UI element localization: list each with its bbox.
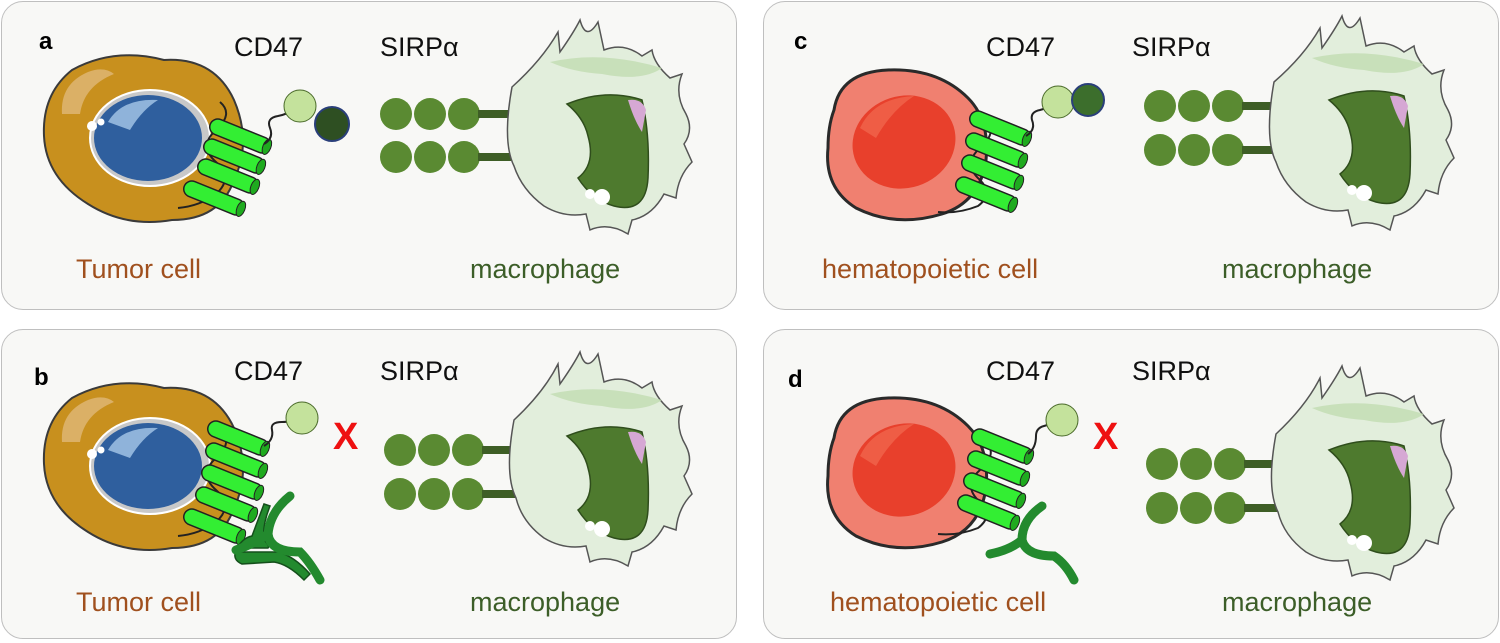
cd47-label: CD47 [986, 356, 1056, 386]
anti-cd47-antibody [985, 501, 1079, 585]
panel-d: d CD47 SIRPα X hematopoietic cell macrop… [763, 329, 1499, 639]
cd47-receptor [937, 83, 1105, 214]
sirp-alpha-receptor [1146, 448, 1278, 524]
panel-d-illustration [826, 363, 1455, 585]
panel-b: b CD47 SIRPα X Tumor cell macrophage [1, 329, 737, 639]
sirp-alpha-label: SIRPα [380, 356, 459, 386]
blocked-interaction-mark: X [1093, 416, 1119, 458]
panel-a-illustration [42, 17, 693, 236]
panel-letter: a [39, 28, 53, 55]
hematopoietic-cell [826, 396, 989, 550]
sirp-alpha-receptor [384, 434, 516, 510]
macrophage-label: macrophage [470, 587, 621, 617]
cd47-receptor [177, 89, 350, 217]
cell-type-label: Tumor cell [76, 254, 202, 284]
cd47-label: CD47 [234, 32, 304, 62]
macrophage-label: macrophage [1222, 254, 1373, 284]
blocked-interaction-mark: X [333, 416, 359, 458]
sirp-alpha-label: SIRPα [1132, 356, 1211, 386]
macrophage [1268, 13, 1455, 232]
tumor-cell [42, 382, 244, 551]
macrophage [506, 17, 693, 236]
tumor-cell [42, 54, 244, 223]
cell-type-label: hematopoietic cell [822, 254, 1039, 284]
panel-letter: d [788, 366, 803, 393]
panel-letter: b [34, 364, 49, 391]
cell-type-label: hematopoietic cell [830, 587, 1047, 617]
panel-c-illustration [826, 13, 1455, 232]
cell-type-label: Tumor cell [76, 587, 202, 617]
panel-b-illustration [42, 349, 693, 585]
hematopoietic-cell [826, 68, 989, 222]
macrophage-label: macrophage [470, 254, 621, 284]
sirp-alpha-label: SIRPα [380, 32, 459, 62]
panel-letter: c [794, 28, 808, 55]
panel-a: a CD47 SIRPα Tumor cell macrophage [1, 1, 737, 310]
anti-cd47-antibody [231, 491, 325, 585]
sirp-alpha-label: SIRPα [1132, 32, 1211, 62]
sirp-alpha-receptor [380, 98, 514, 173]
macrophage-label: macrophage [1222, 587, 1373, 617]
cd47-label: CD47 [234, 356, 304, 386]
cd47-label: CD47 [986, 32, 1056, 62]
cd47-receptor [177, 401, 319, 545]
sirp-alpha-receptor [1144, 90, 1276, 166]
macrophage [1270, 363, 1455, 582]
cd47-receptor [937, 403, 1079, 536]
panel-c: c CD47 SIRPα hematopoietic cell macropha… [763, 1, 1499, 310]
macrophage [508, 349, 693, 568]
